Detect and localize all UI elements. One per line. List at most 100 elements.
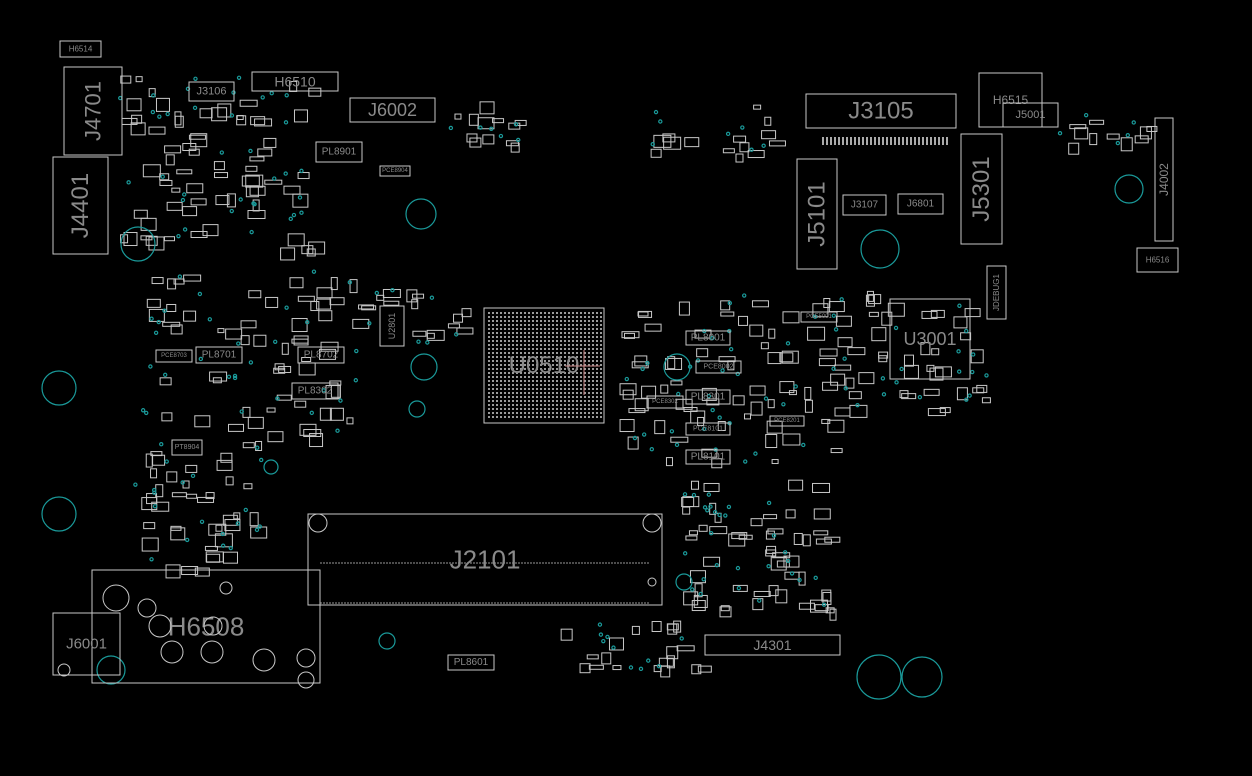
component-outline[interactable] bbox=[195, 346, 243, 364]
component-outline[interactable] bbox=[1154, 117, 1174, 242]
component-pce8101[interactable]: PCE8101 bbox=[685, 422, 731, 436]
component-pce8904[interactable]: PCE8904 bbox=[379, 165, 411, 177]
smd-part[interactable] bbox=[1134, 135, 1149, 144]
component-outline[interactable] bbox=[379, 165, 411, 177]
smd-part[interactable] bbox=[190, 133, 208, 148]
smd-part[interactable] bbox=[662, 133, 676, 143]
component-outline[interactable] bbox=[986, 265, 1007, 320]
smd-part[interactable] bbox=[927, 408, 946, 417]
smd-part[interactable] bbox=[865, 294, 875, 307]
smd-part[interactable] bbox=[280, 247, 296, 261]
component-outline[interactable] bbox=[842, 194, 887, 216]
smd-part[interactable] bbox=[209, 371, 228, 382]
component-outline[interactable] bbox=[897, 193, 944, 215]
component-j5101[interactable]: J5101 bbox=[796, 158, 838, 270]
smd-part[interactable] bbox=[634, 355, 648, 367]
smd-part[interactable] bbox=[743, 413, 751, 420]
smd-part[interactable] bbox=[653, 134, 672, 148]
smd-part[interactable] bbox=[691, 600, 706, 612]
smd-part[interactable] bbox=[213, 161, 225, 171]
smd-part[interactable] bbox=[303, 429, 322, 438]
smd-part[interactable] bbox=[824, 536, 841, 543]
smd-part[interactable] bbox=[233, 512, 241, 520]
smd-part[interactable] bbox=[330, 384, 341, 398]
smd-part[interactable] bbox=[183, 310, 197, 322]
smd-part[interactable] bbox=[148, 308, 165, 322]
smd-part[interactable] bbox=[738, 534, 753, 540]
smd-part[interactable] bbox=[641, 385, 657, 399]
component-pce5001[interactable]: PCE5001 bbox=[800, 311, 838, 323]
smd-part[interactable] bbox=[240, 335, 250, 346]
component-outline[interactable] bbox=[769, 415, 805, 427]
smd-part[interactable] bbox=[766, 420, 783, 434]
smd-part[interactable] bbox=[346, 417, 354, 425]
smd-part[interactable] bbox=[718, 356, 736, 363]
smd-part[interactable] bbox=[123, 232, 138, 247]
smd-part[interactable] bbox=[650, 148, 662, 158]
smd-part[interactable] bbox=[215, 195, 230, 206]
smd-part[interactable] bbox=[720, 605, 730, 612]
smd-part[interactable] bbox=[658, 657, 674, 667]
smd-part[interactable] bbox=[253, 334, 267, 347]
smd-part[interactable] bbox=[747, 150, 765, 159]
component-outline[interactable] bbox=[52, 612, 121, 676]
smd-part[interactable] bbox=[753, 104, 762, 110]
component-outline[interactable] bbox=[379, 305, 405, 347]
smd-part[interactable] bbox=[956, 387, 968, 401]
component-outline[interactable] bbox=[291, 382, 339, 400]
smd-part[interactable] bbox=[382, 288, 401, 298]
smd-part[interactable] bbox=[612, 665, 622, 671]
component-pl8702[interactable]: PL8702 bbox=[297, 346, 345, 364]
smd-part[interactable] bbox=[358, 304, 375, 310]
component-outline[interactable] bbox=[171, 439, 203, 456]
smd-part[interactable] bbox=[140, 217, 157, 231]
smd-part[interactable] bbox=[828, 301, 845, 313]
component-pl8601[interactable]: PL8601 bbox=[447, 654, 495, 671]
smd-part[interactable] bbox=[684, 137, 700, 148]
smd-part[interactable] bbox=[257, 148, 273, 157]
smd-part[interactable] bbox=[170, 324, 183, 335]
smd-part[interactable] bbox=[482, 134, 495, 145]
smd-part[interactable] bbox=[204, 545, 218, 551]
component-outline[interactable] bbox=[91, 569, 321, 684]
smd-part[interactable] bbox=[929, 367, 944, 381]
smd-part[interactable] bbox=[165, 564, 181, 579]
smd-part[interactable] bbox=[492, 118, 505, 124]
smd-part[interactable] bbox=[166, 303, 177, 312]
smd-part[interactable] bbox=[266, 407, 276, 413]
smd-part[interactable] bbox=[141, 537, 159, 552]
smd-part[interactable] bbox=[166, 201, 183, 211]
smd-part[interactable] bbox=[739, 142, 750, 153]
smd-part[interactable] bbox=[1074, 127, 1089, 140]
smd-part[interactable] bbox=[666, 623, 679, 631]
smd-part[interactable] bbox=[247, 416, 264, 429]
smd-part[interactable] bbox=[847, 347, 866, 356]
smd-part[interactable] bbox=[242, 406, 251, 418]
component-outline[interactable] bbox=[685, 449, 731, 465]
smd-part[interactable] bbox=[426, 332, 435, 339]
smd-part[interactable] bbox=[821, 418, 831, 424]
smd-part[interactable] bbox=[281, 342, 289, 355]
component-outline[interactable] bbox=[251, 71, 339, 92]
smd-part[interactable] bbox=[899, 390, 909, 399]
smd-part[interactable] bbox=[788, 479, 804, 491]
smd-part[interactable] bbox=[752, 598, 764, 611]
smd-part[interactable] bbox=[202, 224, 219, 237]
smd-part[interactable] bbox=[770, 556, 787, 571]
component-j3105[interactable]: J3105 bbox=[805, 93, 957, 129]
smd-part[interactable] bbox=[173, 278, 185, 285]
smd-part[interactable] bbox=[822, 381, 839, 391]
smd-part[interactable] bbox=[146, 298, 161, 308]
smd-part[interactable] bbox=[182, 206, 198, 217]
smd-part[interactable] bbox=[186, 493, 198, 499]
smd-part[interactable] bbox=[287, 233, 305, 247]
smd-part[interactable] bbox=[228, 423, 245, 432]
smd-part[interactable] bbox=[781, 350, 799, 364]
smd-part[interactable] bbox=[411, 299, 419, 310]
smd-part[interactable] bbox=[477, 117, 495, 130]
smd-part[interactable] bbox=[764, 116, 772, 126]
smd-part[interactable] bbox=[211, 107, 228, 122]
smd-part[interactable] bbox=[170, 525, 182, 531]
smd-part[interactable] bbox=[738, 315, 749, 326]
smd-part[interactable] bbox=[330, 277, 338, 291]
